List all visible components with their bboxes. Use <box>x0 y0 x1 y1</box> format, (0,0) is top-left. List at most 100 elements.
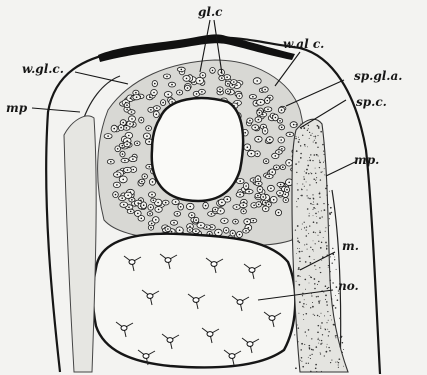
cell-nucleolus <box>243 204 245 206</box>
muscle-stipple-dot <box>314 315 315 316</box>
muscle-stipple-dot <box>308 128 309 129</box>
muscle-stipple-dot <box>331 319 332 320</box>
cell-nucleolus <box>149 213 151 215</box>
muscle-stipple-dot <box>312 249 313 250</box>
muscle-stipple-dot <box>328 347 329 348</box>
label-m: m. <box>342 240 359 252</box>
cell-nucleolus <box>212 70 214 72</box>
dorsal-pigment-cap <box>98 34 295 62</box>
muscle-stipple-dot <box>312 209 313 210</box>
muscle-stipple-dot <box>328 331 329 332</box>
cell-nucleolus <box>141 181 143 183</box>
muscle-stipple-dot <box>313 215 314 216</box>
muscle-stipple-dot <box>304 279 306 281</box>
muscle-stipple-dot <box>318 156 319 157</box>
muscle-stipple-dot <box>305 172 307 174</box>
muscle-stipple-dot <box>309 283 310 284</box>
muscle-stipple-dot <box>309 256 311 258</box>
muscle-stipple-dot <box>320 179 321 180</box>
muscle-stipple-dot <box>308 329 310 331</box>
muscle-stipple-dot <box>342 342 343 343</box>
muscle-stipple-dot <box>310 307 311 308</box>
muscle-stipple-dot <box>324 160 325 161</box>
muscle-stipple-dot <box>318 211 319 212</box>
cell-nucleolus <box>273 199 275 201</box>
muscle-stipple-dot <box>322 144 323 145</box>
cell-nucleolus <box>249 120 251 122</box>
cell-nucleolus <box>258 138 260 140</box>
muscle-stipple-dot <box>301 343 303 345</box>
cell-nucleolus <box>224 220 226 222</box>
muscle-stipple-dot <box>316 154 318 156</box>
cell-nucleolus <box>252 96 254 98</box>
cell-nucleolus <box>239 95 241 97</box>
muscle-stipple-dot <box>304 144 306 146</box>
cell-nucleolus <box>177 213 179 215</box>
muscle-stipple-dot <box>318 343 319 344</box>
cell-nucleolus <box>227 198 229 200</box>
muscle-plate-right <box>292 119 348 372</box>
cell-nucleolus <box>218 232 220 234</box>
muscle-stipple-dot <box>309 160 311 162</box>
muscle-stipple-dot <box>307 190 308 191</box>
muscle-stipple-dot <box>338 367 339 368</box>
muscle-plate-left <box>64 116 96 372</box>
muscle-stipple-dot <box>304 227 305 228</box>
muscle-stipple-dot <box>296 206 297 207</box>
muscle-stipple-dot <box>306 181 307 182</box>
muscle-stipple-dot <box>310 203 311 204</box>
cell-nucleolus <box>239 234 241 236</box>
cell-nucleolus <box>288 162 290 164</box>
muscle-stipple-dot <box>298 313 299 314</box>
cell-nucleolus <box>235 221 237 223</box>
cell-nucleolus <box>131 118 133 120</box>
muscle-stipple-dot <box>309 345 311 347</box>
muscle-stipple-dot <box>314 283 315 284</box>
cell-nucleolus <box>239 180 241 182</box>
muscle-stipple-dot <box>301 251 302 252</box>
muscle-stipple-dot <box>298 341 299 342</box>
muscle-stipple-dot <box>310 358 311 359</box>
muscle-stipple-dot <box>324 209 326 211</box>
muscle-stipple-dot <box>315 180 316 181</box>
muscle-stipple-dot <box>300 157 302 159</box>
cell-nucleolus <box>211 227 213 229</box>
muscle-stipple-dot <box>322 216 323 217</box>
muscle-stipple-dot <box>312 306 314 308</box>
notochord-nucleus <box>165 258 171 263</box>
muscle-stipple-dot <box>304 299 305 300</box>
muscle-stipple-dot <box>331 360 332 361</box>
cell-nucleolus <box>148 141 150 143</box>
muscle-stipple-dot <box>307 165 309 167</box>
notochord-nucleus <box>147 294 153 299</box>
muscle-stipple-dot <box>310 154 311 155</box>
muscle-stipple-dot <box>317 296 319 298</box>
muscle-stipple-dot <box>316 216 317 217</box>
muscle-stipple-dot <box>301 357 303 359</box>
cell-nucleolus <box>122 179 124 181</box>
muscle-stipple-dot <box>305 146 306 147</box>
muscle-stipple-dot <box>335 337 336 338</box>
muscle-stipple-dot <box>306 335 307 336</box>
muscle-stipple-dot <box>321 322 323 324</box>
cell-nucleolus <box>275 117 277 119</box>
central-canal <box>152 98 243 201</box>
muscle-stipple-dot <box>324 174 325 175</box>
muscle-stipple-dot <box>301 195 303 197</box>
muscle-stipple-dot <box>336 269 337 270</box>
muscle-stipple-dot <box>338 293 339 294</box>
cell-nucleolus <box>191 214 193 216</box>
cell-nucleolus <box>149 166 151 168</box>
cell-nucleolus <box>141 218 143 220</box>
cell-nucleolus <box>243 211 245 213</box>
muscle-stipple-dot <box>319 193 321 195</box>
muscle-stipple-dot <box>306 235 308 237</box>
cell-nucleolus <box>127 169 129 171</box>
muscle-stipple-dot <box>339 346 340 347</box>
muscle-stipple-dot <box>333 305 335 307</box>
muscle-stipple-dot <box>325 188 327 190</box>
cell-nucleolus <box>162 102 164 104</box>
cell-nucleolus <box>113 128 115 130</box>
muscle-stipple-dot <box>320 131 322 133</box>
cell-nucleolus <box>236 206 238 208</box>
